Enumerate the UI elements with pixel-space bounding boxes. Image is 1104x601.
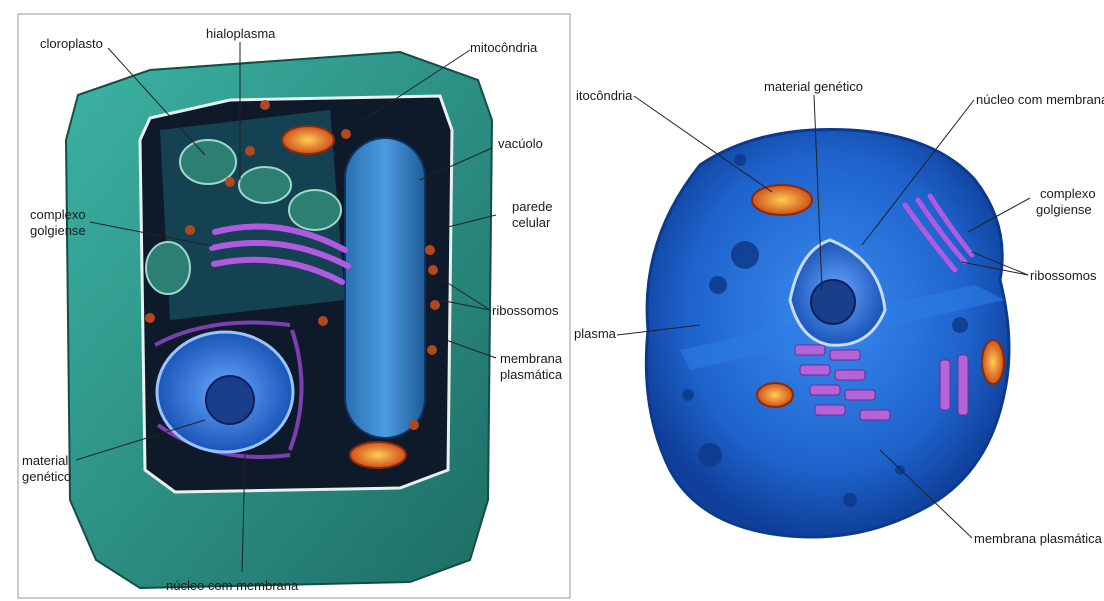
label-parede-line1: parede	[512, 199, 552, 214]
chloroplast	[289, 190, 341, 230]
plant-cell	[66, 52, 492, 588]
mitochondrion	[350, 442, 406, 468]
animal-mitochondrion	[757, 383, 793, 407]
animal-genetic-material	[811, 280, 855, 324]
animal-mitochondrion	[752, 185, 812, 215]
label-ribossomos: ribossomos	[492, 303, 559, 318]
mitochondrion	[282, 126, 334, 154]
label-complexo-line2: golgiense	[30, 223, 86, 238]
label-plasma: plasma	[574, 326, 617, 341]
label-nucleo-animal: núcleo com membrana	[976, 92, 1104, 107]
label-itocondria: itocôndria	[576, 88, 633, 103]
label-mitocondria: mitocôndria	[470, 40, 538, 55]
label-complexo-line1: complexo	[30, 207, 86, 222]
label-complexo-animal-line1: complexo	[1040, 186, 1096, 201]
label-vacuolo: vacúolo	[498, 136, 543, 151]
chloroplast	[180, 140, 236, 184]
label-membrana-line2: plasmática	[500, 367, 563, 382]
label-parede-line2: celular	[512, 215, 551, 230]
label-complexo-animal-line2: golgiense	[1036, 202, 1092, 217]
label-material-line1: material	[22, 453, 68, 468]
label-ribossomos-animal: ribossomos	[1030, 268, 1097, 283]
plant-genetic-material	[206, 376, 254, 424]
label-cloroplasto: cloroplasto	[40, 36, 103, 51]
chloroplast	[146, 242, 190, 294]
chloroplast	[239, 167, 291, 203]
label-nucleo: núcleo com membrana	[166, 578, 299, 593]
label-membrana-line1: membrana	[500, 351, 563, 366]
animal-cell	[646, 129, 1009, 537]
animal-mitochondrion	[982, 340, 1004, 384]
label-material-genetico: material genético	[764, 79, 863, 94]
label-material-line2: genético	[22, 469, 71, 484]
plant-vacuole	[345, 138, 425, 438]
label-membrana-animal: membrana plasmática	[974, 531, 1103, 546]
label-hialoplasma: hialoplasma	[206, 26, 276, 41]
